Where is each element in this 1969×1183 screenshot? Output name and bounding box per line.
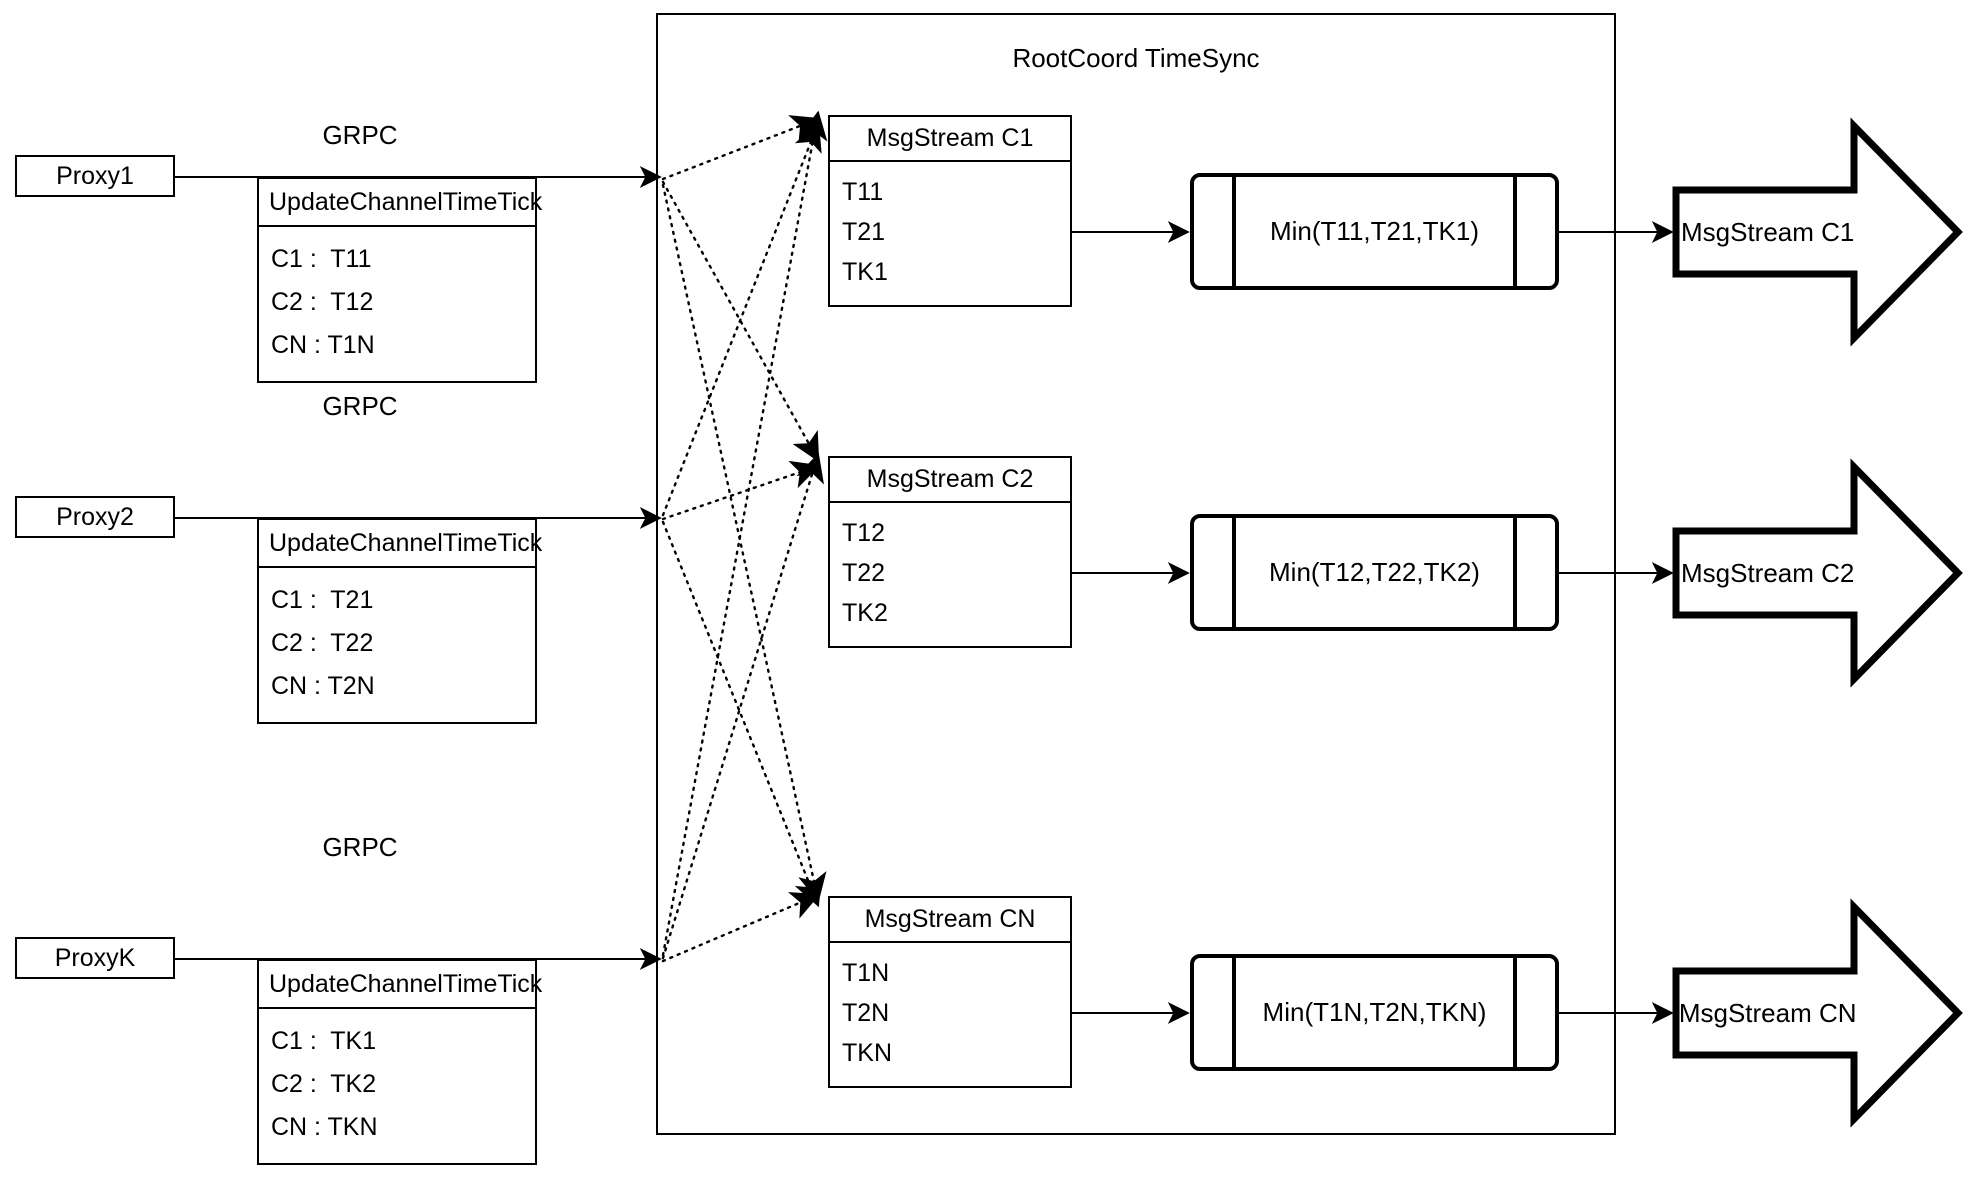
record-row: T12 xyxy=(842,518,886,547)
record-title: UpdateChannelTimeTick xyxy=(259,961,542,1009)
record-row: TK1 xyxy=(842,257,888,286)
output-block-arrow-cn: MsgStream CN xyxy=(1672,898,1963,1128)
record-row: TK2 xyxy=(842,598,888,627)
record-row: C2 : T12 xyxy=(271,288,374,317)
subroutine-divider-left xyxy=(1232,173,1236,290)
proxy-box-proxy2[interactable]: Proxy2 xyxy=(15,496,175,538)
min-reducer-label: Min(T1N,T2N,TKN) xyxy=(1262,997,1487,1027)
record-row: CN : T2N xyxy=(271,672,375,701)
record-row: T22 xyxy=(842,558,886,587)
record-row: TKN xyxy=(842,1038,892,1067)
record-row: C2 : T22 xyxy=(271,629,374,658)
proxy-box-proxy1[interactable]: Proxy1 xyxy=(15,155,175,197)
record-row: T2N xyxy=(842,998,890,1027)
proxy-label: ProxyK xyxy=(54,943,136,972)
subroutine-divider-right xyxy=(1513,954,1517,1071)
record-title: MsgStream C2 xyxy=(830,458,1070,503)
record-row: T21 xyxy=(842,217,886,246)
record-row: CN : TKN xyxy=(271,1113,378,1142)
record-row: T1N xyxy=(842,958,890,987)
rootcoord-timesync-container xyxy=(656,13,1616,1135)
min-reducer-c1: Min(T11,T21,TK1) xyxy=(1190,173,1559,290)
min-reducer-cn: Min(T1N,T2N,TKN) xyxy=(1190,954,1559,1071)
record-row: C1 : TK1 xyxy=(271,1027,377,1056)
grpc-label-proxyk: GRPC xyxy=(322,832,398,862)
min-reducer-label: Min(T11,T21,TK1) xyxy=(1269,216,1479,246)
proxy-label: Proxy1 xyxy=(56,161,134,190)
record-body: C1 : TK1 C2 : TK2 CN : TKN xyxy=(259,1009,535,1163)
subroutine-divider-left xyxy=(1232,954,1236,1071)
record-row: CN : T1N xyxy=(271,331,375,360)
output-block-arrow-label: MsgStream CN xyxy=(1678,997,1857,1028)
record-body: C1 : T11 C2 : T12 CN : T1N xyxy=(259,227,535,381)
update-channel-timetick-proxyk: UpdateChannelTimeTick C1 : TK1 C2 : TK2 … xyxy=(257,959,542,1165)
record-title: MsgStream CN xyxy=(830,898,1070,943)
output-block-arrow-c2: MsgStream C2 xyxy=(1672,458,1963,688)
subroutine-divider-left xyxy=(1232,514,1236,631)
record-title: MsgStream C1 xyxy=(830,117,1070,162)
record-body: C1 : T21 C2 : T22 CN : T2N xyxy=(259,568,535,722)
proxy-label: Proxy2 xyxy=(56,502,134,531)
record-body: T1N T2N TKN xyxy=(830,943,1070,1086)
output-block-arrow-label: MsgStream C1 xyxy=(1681,216,1855,247)
msgstream-record-cn: MsgStream CN T1N T2N TKN xyxy=(828,896,1072,1088)
grpc-label-proxy2: GRPC xyxy=(322,391,398,421)
record-row: C1 : T21 xyxy=(271,586,374,615)
min-reducer-c2: Min(T12,T22,TK2) xyxy=(1190,514,1559,631)
record-title: UpdateChannelTimeTick xyxy=(259,520,542,568)
subroutine-divider-right xyxy=(1513,514,1517,631)
output-block-arrow-c1: MsgStream C1 xyxy=(1672,117,1963,347)
record-body: T12 T22 TK2 xyxy=(830,503,1070,646)
min-reducer-label: Min(T12,T22,TK2) xyxy=(1269,557,1480,587)
msgstream-record-c1: MsgStream C1 T11 T21 TK1 xyxy=(828,115,1072,307)
proxy-box-proxyk[interactable]: ProxyK xyxy=(15,937,175,979)
record-title: UpdateChannelTimeTick xyxy=(259,179,542,227)
rootcoord-timesync-title: RootCoord TimeSync xyxy=(1012,43,1260,73)
grpc-label-proxy1: GRPC xyxy=(322,120,398,150)
record-row: C1 : T11 xyxy=(271,245,372,274)
record-row: C2 : TK2 xyxy=(271,1070,377,1099)
update-channel-timetick-proxy2: UpdateChannelTimeTick C1 : T21 C2 : T22 … xyxy=(257,518,542,724)
record-body: T11 T21 TK1 xyxy=(830,162,1070,305)
subroutine-divider-right xyxy=(1513,173,1517,290)
msgstream-record-c2: MsgStream C2 T12 T22 TK2 xyxy=(828,456,1072,648)
record-row: T11 xyxy=(842,177,884,206)
update-channel-timetick-proxy1: UpdateChannelTimeTick C1 : T11 C2 : T12 … xyxy=(257,177,542,383)
output-block-arrow-label: MsgStream C2 xyxy=(1681,557,1855,588)
